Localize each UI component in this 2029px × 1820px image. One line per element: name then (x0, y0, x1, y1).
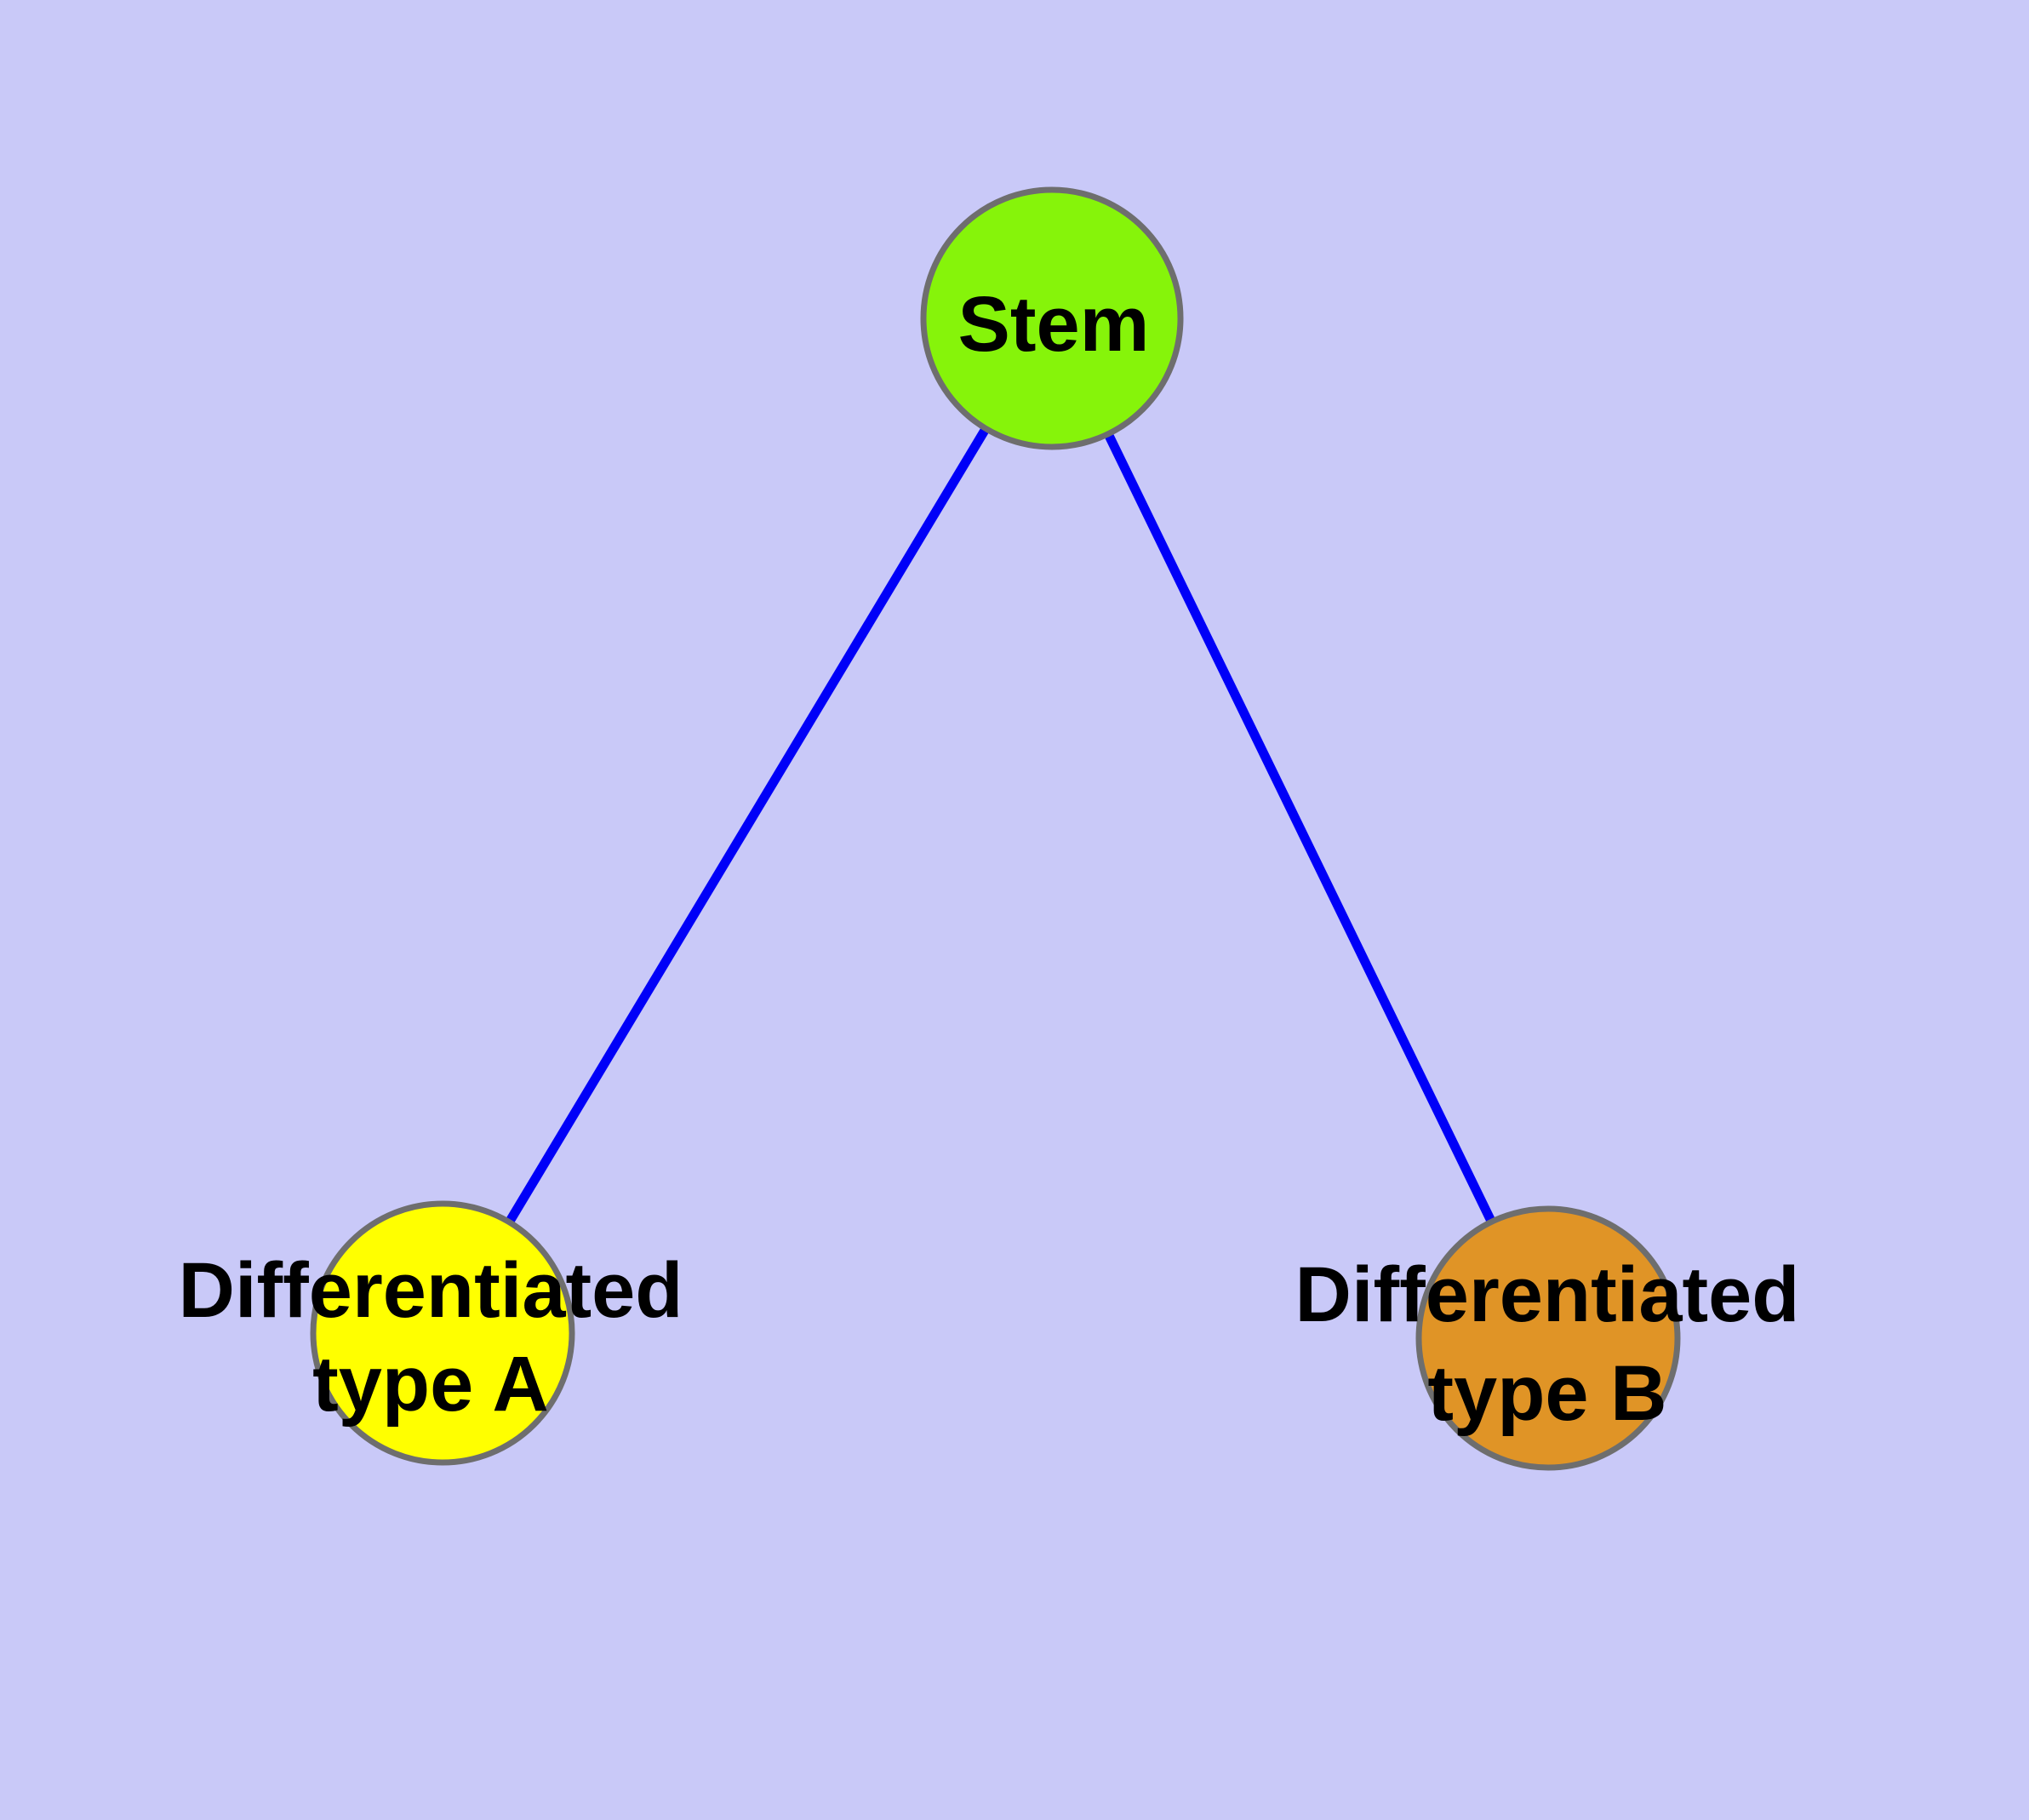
node-type-b-label-line2: type B (1427, 1350, 1666, 1437)
node-stem-label: Stem (958, 281, 1150, 368)
node-type-b-label-line1: Differentiated (1295, 1251, 1800, 1338)
node-type-b-circle (1415, 1205, 1681, 1471)
edge-stem-to-type-b (1048, 316, 1552, 1341)
node-stem-circle (920, 186, 1184, 450)
edge-stem-to-type-a (438, 316, 1056, 1336)
node-type-a-circle (310, 1200, 575, 1466)
node-type-a-label-line2: type A (312, 1341, 549, 1428)
node-type-a-label-line1: Differentiated (179, 1247, 683, 1334)
